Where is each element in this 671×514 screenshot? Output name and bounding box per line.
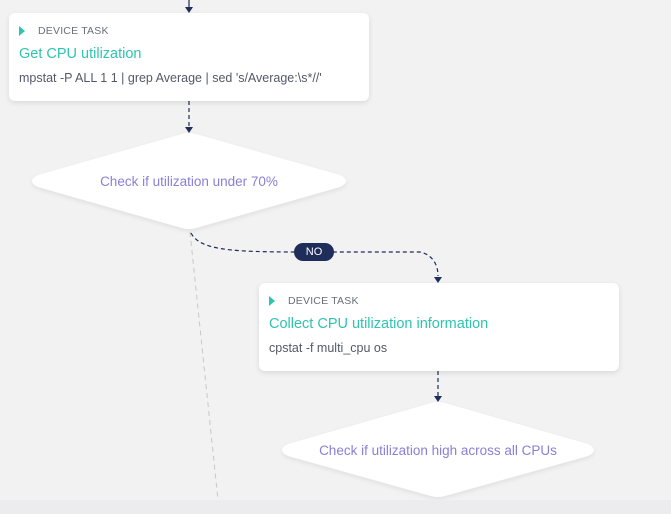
canvas-bottom-edge (0, 500, 671, 514)
device-task-node-get-cpu[interactable]: DEVICE TASK Get CPU utilization mpstat -… (9, 13, 369, 101)
edge-task1-to-decision1 (185, 101, 193, 133)
device-task-node-collect-cpu[interactable]: DEVICE TASK Collect CPU utilization info… (259, 283, 619, 371)
edge-top-in (185, 0, 193, 13)
expand-triangle-icon[interactable] (19, 26, 25, 36)
node-command: cpstat -f multi_cpu os (269, 341, 388, 355)
node-command: mpstat -P ALL 1 1 | grep Average | sed '… (19, 71, 322, 85)
edge-task2-to-decision2 (434, 371, 442, 402)
decision-node-high-all-cpus[interactable]: Check if utilization high across all CPU… (278, 402, 598, 498)
decision-label: Check if utilization high across all CPU… (319, 443, 557, 458)
node-title: Collect CPU utilization information (269, 316, 489, 332)
decision-node-under-70[interactable]: Check if utilization under 70% (28, 133, 350, 230)
expand-triangle-icon[interactable] (269, 296, 275, 306)
decision-label: Check if utilization under 70% (100, 174, 278, 189)
diamond1-shape (32, 133, 346, 229)
diamond2-shape (282, 402, 594, 497)
node-type: DEVICE TASK (288, 295, 359, 307)
edge-decision1-yes (189, 231, 219, 501)
node-title: Get CPU utilization (19, 46, 142, 62)
edge-label-no[interactable]: NO (294, 243, 334, 261)
node-type: DEVICE TASK (38, 25, 109, 37)
